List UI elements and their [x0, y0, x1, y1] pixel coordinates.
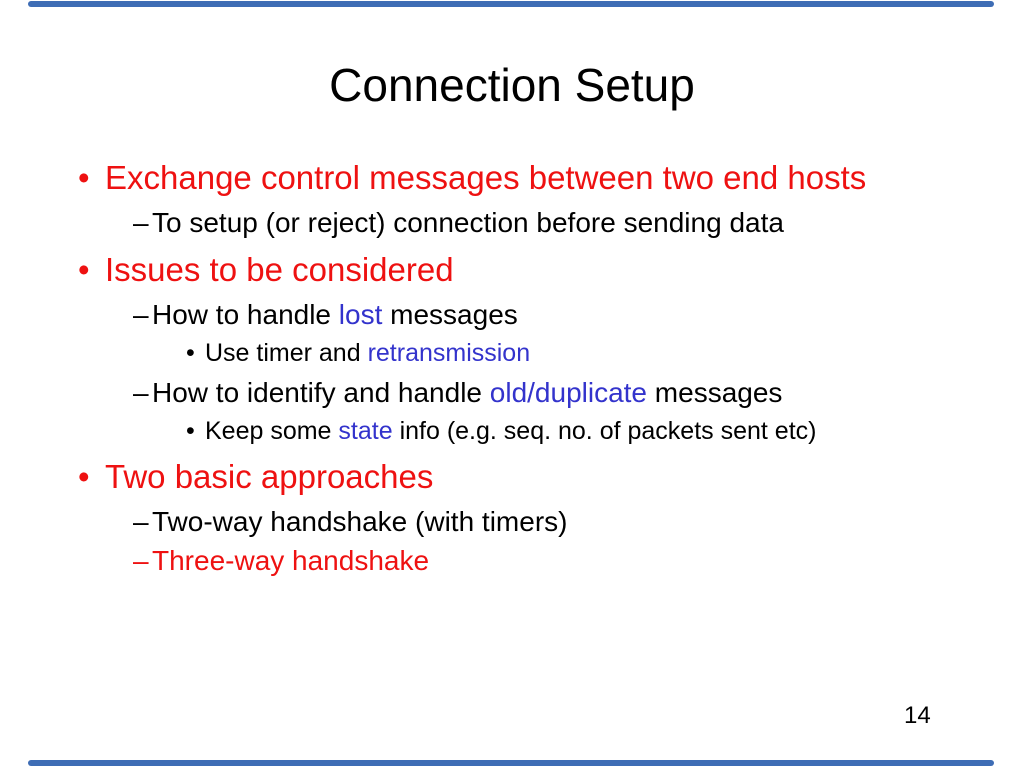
dash-marker: – [133, 506, 149, 537]
text-segment-black: How to identify and handle [152, 377, 490, 408]
bullet-row-level-1: • Issues to be considered [78, 250, 1024, 290]
text-segment-black: To setup (or reject) connection before s… [152, 207, 784, 238]
bullet-row-level-2: –How to identify and handle old/duplicat… [133, 375, 1024, 411]
dash-marker: – [133, 377, 149, 408]
text-segment-black: messages [647, 377, 783, 408]
dash-marker: – [133, 545, 149, 576]
text-segment-red: Two basic approaches [105, 458, 434, 495]
text-segment-black: How to handle [152, 299, 339, 330]
bullet-row-level-2: –Three-way handshake [133, 543, 1024, 579]
bullet-row-level-3: • Keep some state info (e.g. seq. no. of … [186, 414, 1024, 448]
text-segment-blue: retransmission [367, 339, 531, 367]
text-segment-black: messages [382, 299, 518, 330]
bullet-row-level-1: • Two basic approaches [78, 457, 1024, 497]
text-segment-red: Three-way handshake [152, 545, 430, 576]
text-segment-blue: state [338, 417, 393, 445]
bullet-text: To setup (or reject) connection before s… [152, 205, 784, 241]
bullet-text: How to handle lost messages [152, 297, 518, 333]
text-segment-blue: lost [338, 299, 383, 330]
text-segment-blue: old/duplicate [489, 377, 648, 408]
bottom-accent-bar [28, 760, 994, 766]
bullet-text: Use timer and retransmission [205, 336, 530, 370]
bullet-text: Two-way handshake (with timers) [152, 504, 567, 540]
bullet-row-level-2: –Two-way handshake (with timers) [133, 504, 1024, 540]
bullet-row-level-3: • Use timer and retransmission [186, 336, 1024, 370]
text-segment-black: Use timer and [205, 339, 368, 367]
page-number: 14 [904, 702, 931, 729]
bullet-list: • Exchange control messages between two e… [0, 158, 1024, 582]
bullet-row-level-1: • Exchange control messages between two e… [78, 158, 1024, 198]
bullet-text: Two basic approaches [105, 457, 433, 497]
dash-marker: – [133, 299, 149, 330]
text-segment-black: Keep some [205, 417, 339, 445]
bullet-marker: • [186, 339, 195, 367]
text-segment-black: info (e.g. seq. no. of packets sent etc) [392, 417, 817, 445]
bullet-text: Exchange control messages between two en… [105, 158, 866, 198]
bullet-row-level-2: –To setup (or reject) connection before … [133, 205, 1024, 241]
bullet-marker: • [78, 458, 90, 495]
bullet-text: Issues to be considered [105, 250, 454, 290]
bullet-text: Keep some state info (e.g. seq. no. of p… [205, 414, 816, 448]
text-segment-red: Exchange control messages between two en… [105, 159, 867, 196]
bullet-text: Three-way handshake [152, 543, 429, 579]
bullet-marker: • [186, 417, 195, 445]
top-accent-bar [28, 1, 994, 7]
dash-marker: – [133, 207, 149, 238]
bullet-text: How to identify and handle old/duplicate… [152, 375, 782, 411]
text-segment-black: Two-way handshake (with timers) [152, 506, 568, 537]
slide-title: Connection Setup [329, 59, 695, 111]
bullet-marker: • [78, 159, 90, 196]
bullet-marker: • [78, 251, 90, 288]
bullet-row-level-2: –How to handle lost messages [133, 297, 1024, 333]
text-segment-red: Issues to be considered [105, 251, 454, 288]
